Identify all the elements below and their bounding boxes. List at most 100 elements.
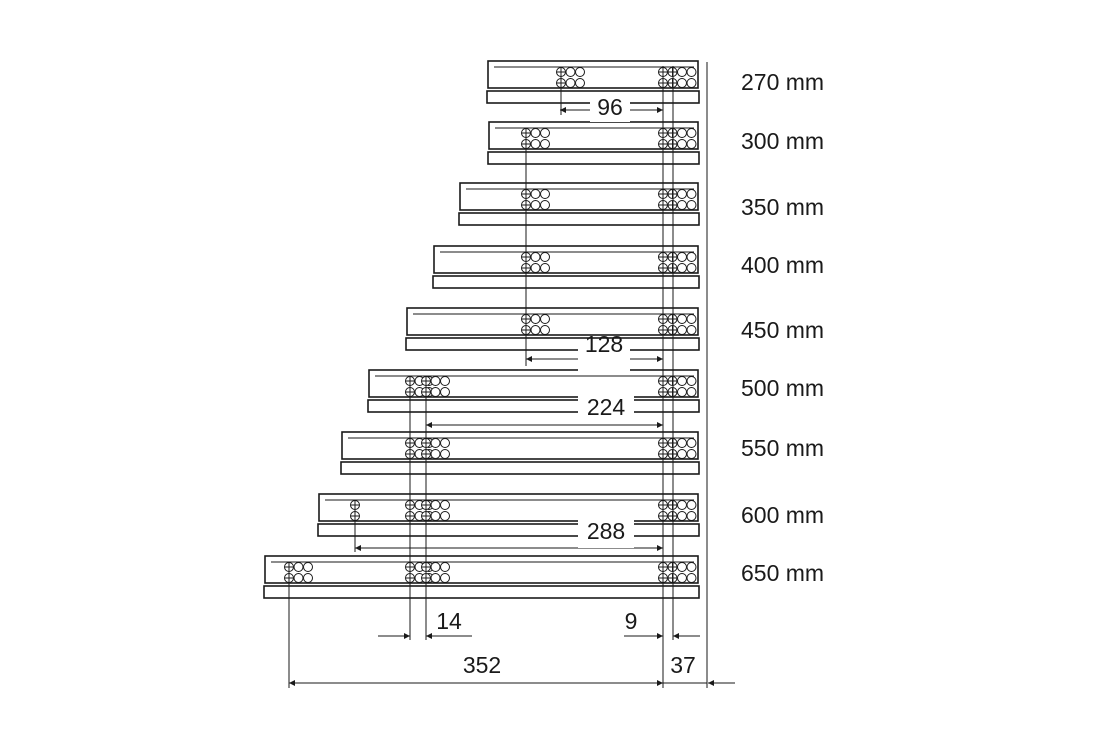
runner-rail-550 <box>340 431 700 475</box>
rail-lower-bar <box>487 151 700 165</box>
mounting-hole <box>686 325 697 335</box>
mounting-hole <box>575 78 585 88</box>
mounting-hole <box>430 511 441 521</box>
length-label-450: 450 mm <box>741 317 824 343</box>
mounting-hole <box>530 263 541 273</box>
rail-lower-bar <box>340 461 700 475</box>
mounting-hole <box>677 78 687 88</box>
mounting-hole <box>686 438 697 448</box>
dim-128-label: 128 <box>585 331 623 357</box>
length-label-400: 400 mm <box>741 252 824 278</box>
mounting-hole <box>540 189 550 199</box>
mounting-hole <box>686 314 697 324</box>
runner-rail-450 <box>405 307 700 351</box>
mounting-hole <box>686 449 697 459</box>
mounting-hole <box>677 500 687 510</box>
mounting-hole <box>540 325 550 335</box>
runner-rail-600 <box>317 493 700 537</box>
mounting-hole <box>677 387 687 397</box>
mounting-hole <box>686 562 697 572</box>
mounting-hole <box>430 500 441 510</box>
rail-lower-bar <box>432 275 700 289</box>
mounting-hole <box>686 200 697 210</box>
mounting-hole <box>293 562 304 572</box>
mounting-hole <box>677 438 687 448</box>
mounting-hole <box>686 67 697 77</box>
mounting-hole <box>677 263 687 273</box>
mounting-hole <box>540 263 550 273</box>
length-label-350: 350 mm <box>741 194 824 220</box>
mounting-hole <box>677 252 687 262</box>
mounting-hole <box>677 139 687 149</box>
rail-lower-bar <box>367 399 700 413</box>
length-label-600: 600 mm <box>741 502 824 528</box>
dim-9-label: 9 <box>625 608 638 634</box>
mounting-hole <box>440 511 450 521</box>
rail-lower-bar <box>458 212 700 226</box>
mounting-hole <box>686 189 697 199</box>
mounting-hole <box>686 500 697 510</box>
dim-288-label: 288 <box>587 518 625 544</box>
dim-352-label: 352 <box>463 652 501 678</box>
mounting-hole <box>677 562 687 572</box>
mounting-hole <box>440 562 450 572</box>
length-label-650: 650 mm <box>741 560 824 586</box>
mounting-hole <box>430 573 441 583</box>
length-label-550: 550 mm <box>741 435 824 461</box>
mounting-hole <box>430 387 441 397</box>
mounting-hole <box>440 387 450 397</box>
mounting-hole <box>540 128 550 138</box>
mounting-hole <box>540 252 550 262</box>
rail-lower-bar <box>405 337 700 351</box>
mounting-hole <box>430 438 441 448</box>
mounting-hole <box>530 252 541 262</box>
dim-96-label: 96 <box>597 94 623 120</box>
mounting-hole <box>530 200 541 210</box>
mounting-hole <box>293 573 304 583</box>
mounting-hole <box>530 325 541 335</box>
length-labels-group: 270 mm 300 mm 350 mm 400 mm 450 mm 500 m… <box>741 69 824 586</box>
mounting-hole <box>686 78 697 88</box>
length-label-500: 500 mm <box>741 375 824 401</box>
rail-body <box>341 431 699 460</box>
mounting-hole <box>686 376 697 386</box>
runner-rail-400 <box>432 245 700 289</box>
mounting-hole <box>440 500 450 510</box>
runner-rail-300 <box>487 121 700 165</box>
mounting-hole <box>686 263 697 273</box>
dim-14-label: 14 <box>436 608 462 634</box>
mounting-hole <box>686 139 697 149</box>
mounting-hole <box>430 449 441 459</box>
dim-224-label: 224 <box>587 394 626 420</box>
mounting-hole <box>677 511 687 521</box>
mounting-hole <box>565 67 576 77</box>
mounting-hole <box>530 314 541 324</box>
rail-body <box>264 555 699 584</box>
mounting-hole <box>530 128 541 138</box>
runner-rail-650 <box>263 555 700 599</box>
mounting-hole <box>686 252 697 262</box>
length-label-300: 300 mm <box>741 128 824 154</box>
mounting-hole <box>530 189 541 199</box>
mounting-hole <box>430 376 441 386</box>
mounting-hole <box>440 376 450 386</box>
mounting-hole <box>565 78 576 88</box>
mounting-hole <box>440 573 450 583</box>
mounting-hole <box>686 573 697 583</box>
mounting-hole <box>530 139 541 149</box>
mounting-hole <box>686 511 697 521</box>
mounting-hole <box>303 562 313 572</box>
rails-group <box>263 60 700 599</box>
rail-body <box>433 245 699 274</box>
mounting-hole <box>440 438 450 448</box>
mounting-hole <box>303 573 313 583</box>
mounting-hole <box>677 314 687 324</box>
rail-lower-bar <box>317 523 700 537</box>
dim-37-label: 37 <box>670 652 696 678</box>
mounting-hole <box>540 139 550 149</box>
mounting-hole <box>677 128 687 138</box>
mounting-hole <box>677 67 687 77</box>
mounting-hole <box>677 200 687 210</box>
rail-lower-bar <box>263 585 700 599</box>
